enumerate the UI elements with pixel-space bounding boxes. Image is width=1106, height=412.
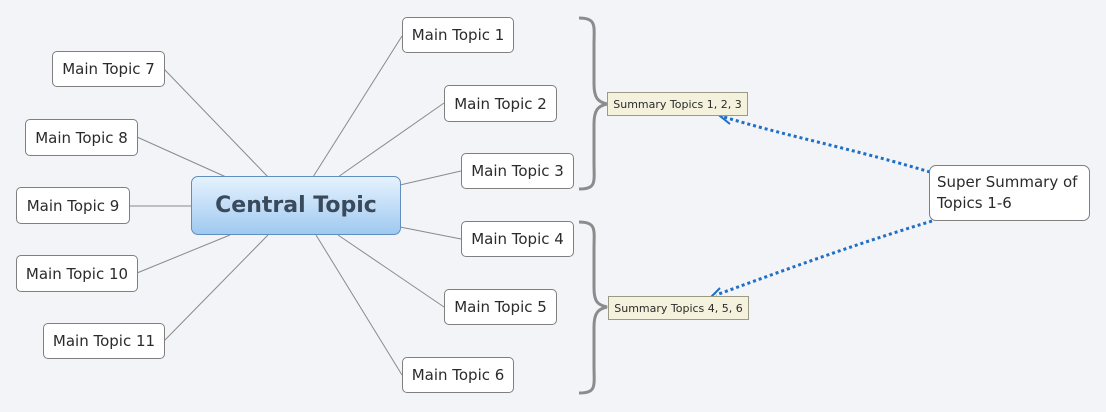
- branch-line-topic-3: [399, 170, 462, 186]
- main-topic-5[interactable]: Main Topic 5: [444, 289, 557, 325]
- main-topic-8[interactable]: Main Topic 8: [25, 119, 138, 156]
- main-topic-6[interactable]: Main Topic 6: [402, 357, 514, 393]
- main-topic-10[interactable]: Main Topic 10: [16, 255, 138, 292]
- branch-line-topic-6: [315, 234, 403, 376]
- branch-line-topic-1: [312, 35, 403, 178]
- branch-line-topic-8: [136, 136, 227, 178]
- branch-line-topic-11: [163, 234, 269, 342]
- main-topic-2[interactable]: Main Topic 2: [444, 85, 557, 122]
- main-topic-4[interactable]: Main Topic 4: [461, 221, 574, 257]
- super-summary-topic[interactable]: Super Summary of Topics 1-6: [929, 165, 1090, 221]
- main-topic-9[interactable]: Main Topic 9: [16, 187, 130, 224]
- super-summary-line-2: Topics 1-6: [937, 194, 1012, 212]
- main-topic-1[interactable]: Main Topic 1: [402, 17, 514, 53]
- branch-line-topic-7: [163, 68, 269, 178]
- main-topic-7[interactable]: Main Topic 7: [52, 51, 165, 87]
- main-topic-3[interactable]: Main Topic 3: [461, 153, 574, 189]
- branch-line-topic-10: [136, 234, 231, 274]
- summary-topics-1-3[interactable]: Summary Topics 1, 2, 3: [607, 92, 748, 116]
- main-topic-11[interactable]: Main Topic 11: [43, 323, 165, 359]
- relationship-line-bottom: [715, 219, 933, 297]
- central-topic[interactable]: Central Topic: [191, 176, 401, 235]
- summary-topics-4-6[interactable]: Summary Topics 4, 5, 6: [608, 296, 749, 320]
- branch-line-topic-5: [337, 234, 445, 308]
- relationship-line-top: [723, 115, 931, 174]
- branch-line-topic-2: [337, 102, 445, 178]
- summary-bracket-bottom: [578, 220, 608, 395]
- branch-line-topic-4: [399, 226, 462, 240]
- super-summary-line-1: Super Summary of: [937, 173, 1078, 191]
- summary-bracket-top: [578, 16, 608, 191]
